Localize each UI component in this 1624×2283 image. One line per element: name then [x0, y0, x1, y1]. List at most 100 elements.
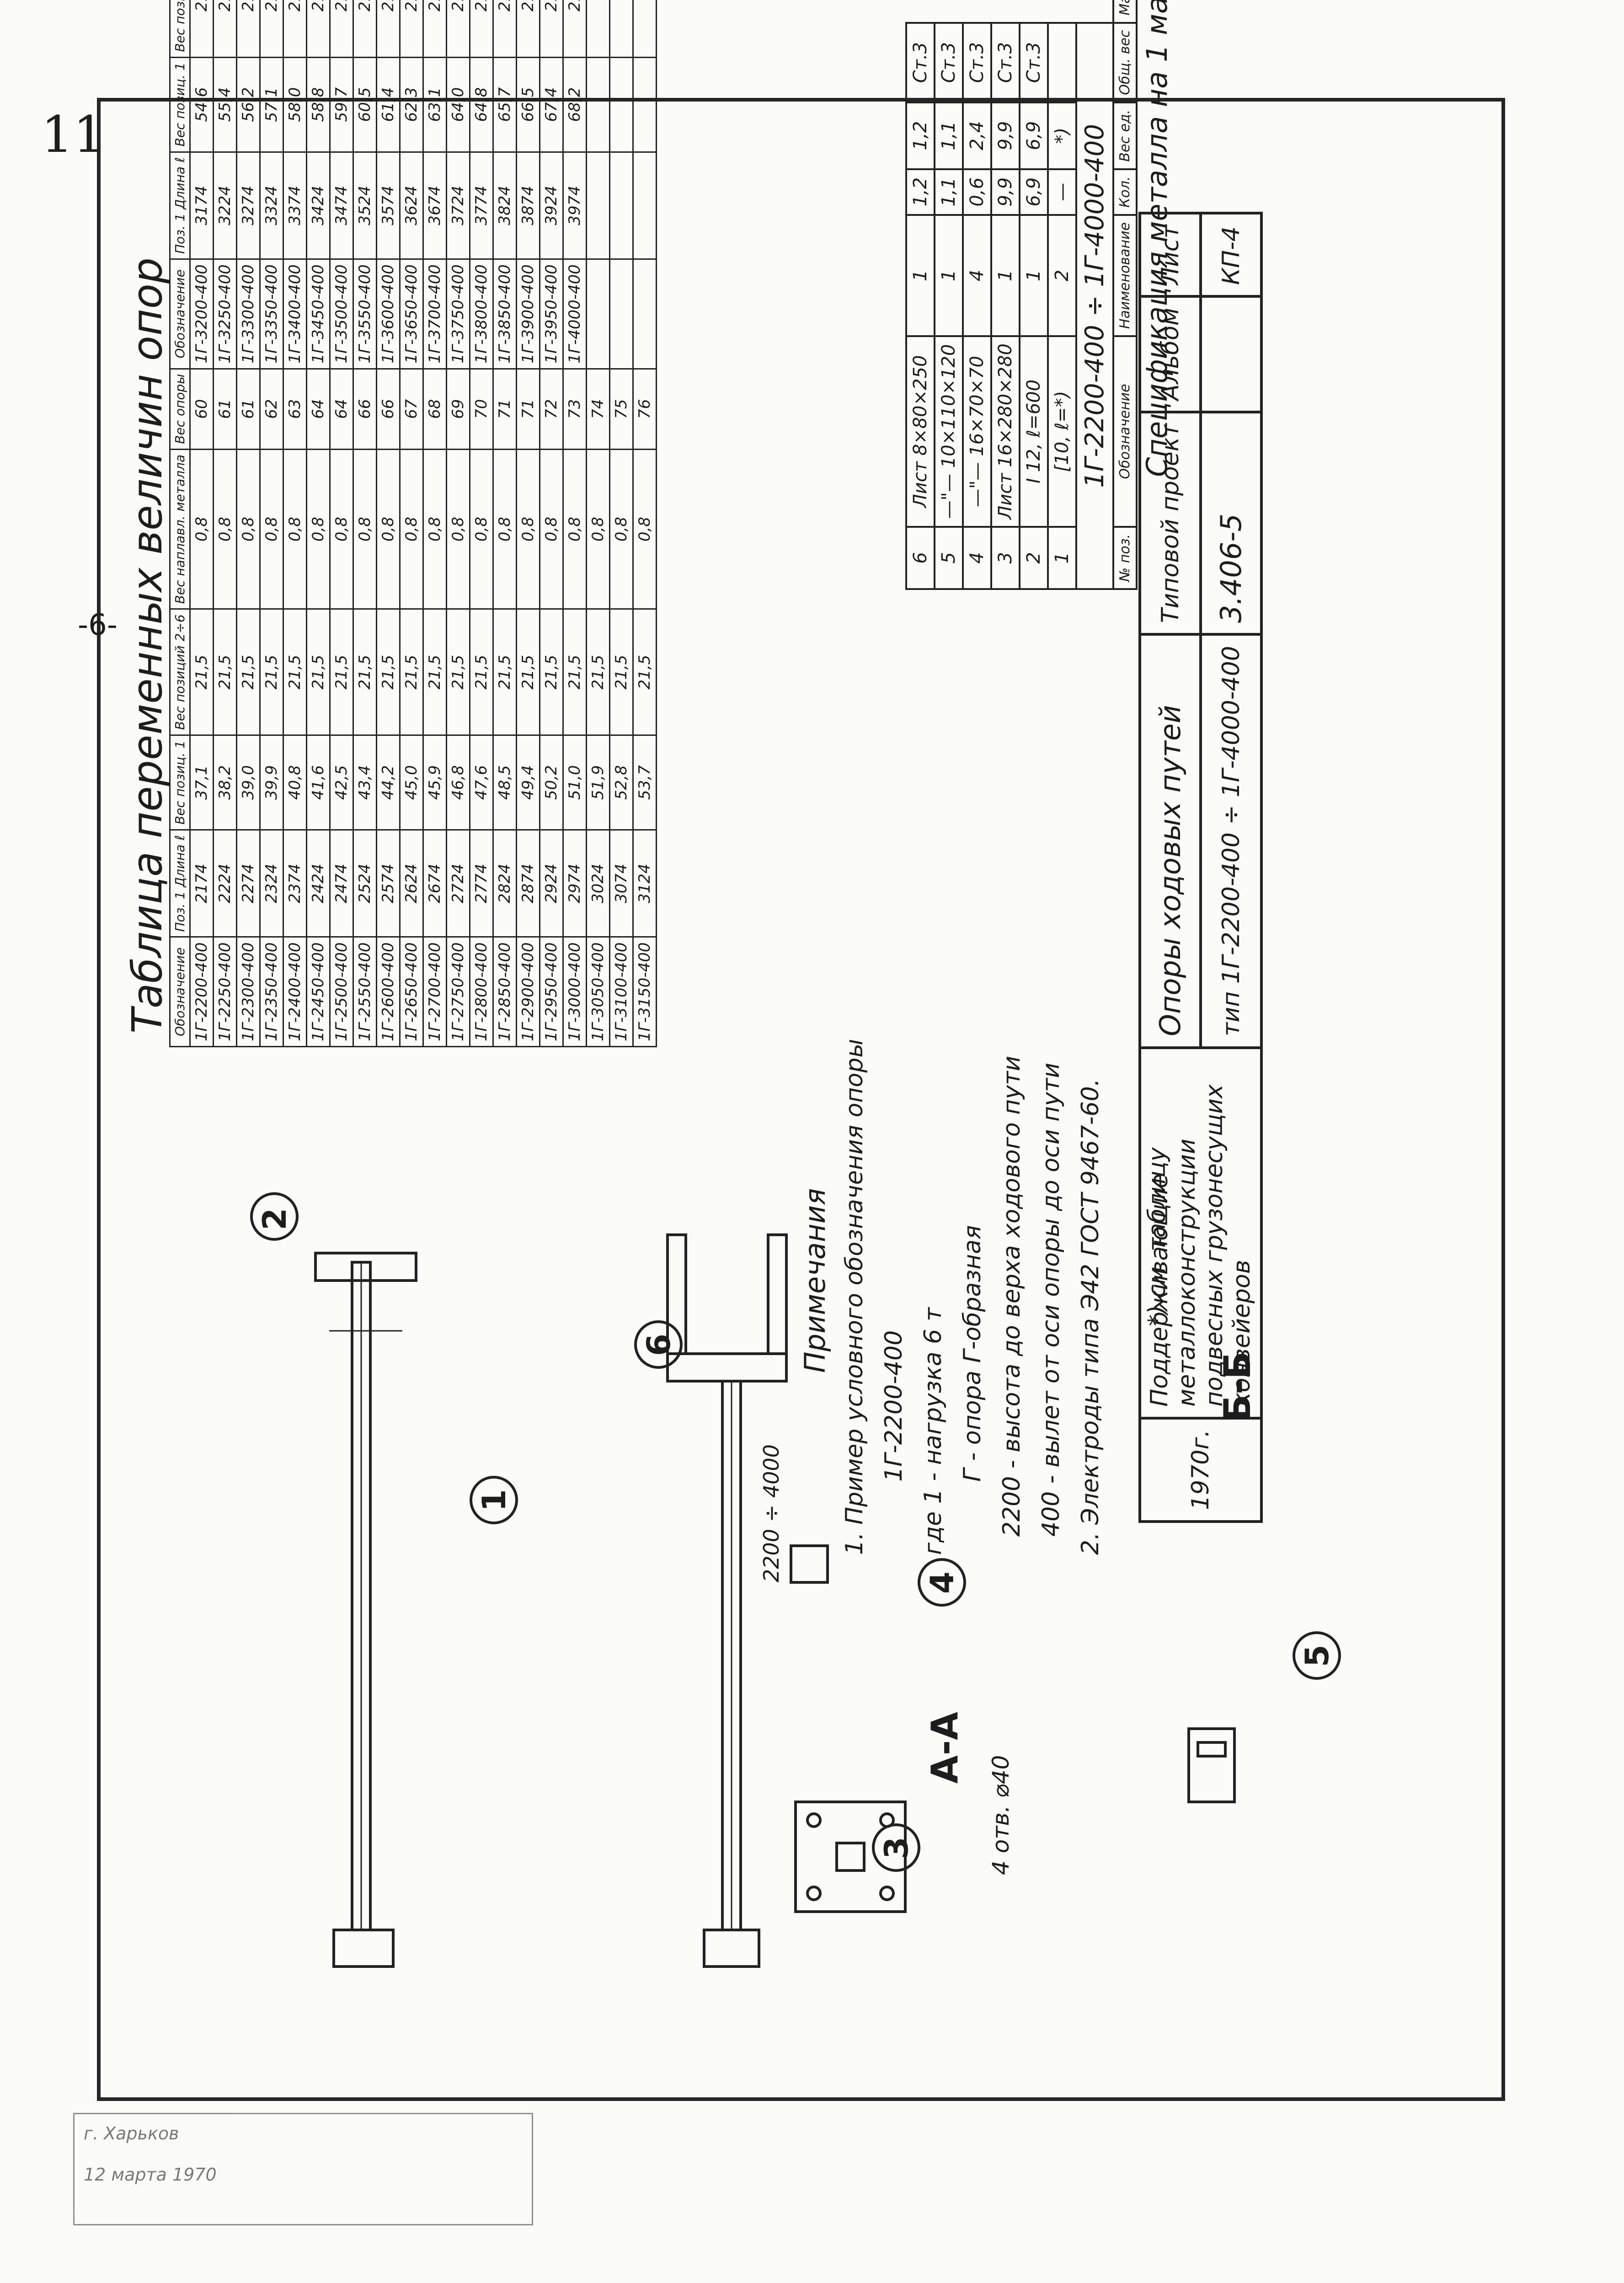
variables-table-cell: 21,5: [330, 0, 353, 58]
variables-header-cell: Обозначение: [170, 937, 190, 1047]
callout-2-label: 2: [256, 1208, 294, 1230]
variables-table-cell: 21,5: [306, 0, 330, 58]
variables-table-cell: 59,7: [330, 57, 353, 152]
stamp-date: 12 марта 1970: [84, 2165, 217, 2185]
title-sheet-number: КП-4: [1201, 213, 1261, 296]
variables-table-cell: 1Г-2250-400: [213, 937, 237, 1047]
spec-table-cell: [1048, 22, 1076, 102]
title-album-value: [1201, 296, 1261, 412]
variables-table-cell: 1Г-2300-400: [236, 937, 260, 1047]
variables-table-cell: 21,5: [540, 0, 563, 58]
variables-table-cell: 0,8: [423, 449, 447, 609]
variables-table-cell: 1Г-3250-400: [213, 259, 237, 369]
variables-table-cell: 0,8: [283, 449, 307, 609]
variables-table-cell: 3674: [423, 152, 447, 259]
variables-table-cell: 65,7: [493, 57, 517, 152]
variables-table-cell: 57,1: [260, 57, 283, 152]
variables-table-cell: 71: [516, 369, 540, 450]
spec-table-cell: 1: [935, 214, 963, 337]
variables-table-cell: 21,5: [609, 609, 633, 735]
variables-table-cell: 0,8: [236, 449, 260, 609]
variables-table-cell: 3924: [540, 152, 563, 259]
variables-table-cell: 1Г-3500-400: [330, 259, 353, 369]
variables-table-cell: 3574: [376, 152, 400, 259]
callout-4: [918, 1558, 966, 1607]
callout-3: [872, 1823, 920, 1872]
section-bb-label: Б-Б: [1216, 1351, 1259, 1422]
variables-table-cell: 1Г-2500-400: [330, 937, 353, 1047]
variables-table-cell: 21,5: [236, 609, 260, 735]
variables-table-cell: 67,4: [540, 57, 563, 152]
variables-table-cell: [586, 152, 610, 259]
variables-table-cell: 1Г-2900-400: [516, 937, 540, 1047]
variables-header-cell: Вес наплавл. металла: [170, 449, 190, 609]
variables-table-cell: 21,5: [423, 0, 447, 58]
spec-table-cell: 1: [906, 214, 935, 337]
variables-table-cell: 3524: [353, 152, 377, 259]
variables-table-cell: 2274: [236, 830, 260, 937]
variables-table-cell: 51,9: [586, 735, 610, 830]
spec-table-cell: *): [1048, 102, 1076, 169]
archive-stamp: г. Харьков 12 марта 1970: [73, 2113, 533, 2225]
variables-table-cell: 21,5: [376, 609, 400, 735]
variables-table-cell: 21,5: [563, 0, 587, 58]
variables-table-cell: 1Г-3350-400: [260, 259, 283, 369]
section-bb-cut: [1187, 1727, 1236, 1803]
variables-table-cell: 0,8: [376, 449, 400, 609]
variables-table-cell: 1Г-2200-400: [190, 937, 214, 1047]
variables-table-cell: 3374: [283, 152, 307, 259]
variables-table-cell: [633, 152, 657, 259]
variables-table-cell: 1Г-2850-400: [493, 937, 517, 1047]
top-plate-6: [314, 1252, 417, 1282]
variables-table-cell: 2524: [353, 830, 377, 937]
variables-table-cell: 3274: [236, 152, 260, 259]
variables-table-cell: 52,8: [609, 735, 633, 830]
variables-table-cell: 56,2: [236, 57, 260, 152]
variables-table-cell: 1Г-2750-400: [446, 937, 470, 1047]
detail-4: [790, 1544, 829, 1584]
page-mark: -6-: [78, 608, 118, 642]
variables-table-cell: 21,5: [213, 0, 237, 58]
variables-table-cell: 49,4: [516, 735, 540, 830]
variables-table-cell: 39,0: [236, 735, 260, 830]
variables-table-cell: 1Г-2450-400: [306, 937, 330, 1047]
variables-table-cell: 40,8: [283, 735, 307, 830]
variables-table-cell: 1Г-3150-400: [633, 937, 657, 1047]
variables-table-cell: 47,6: [470, 735, 493, 830]
variables-table-cell: 21,5: [423, 609, 447, 735]
variables-table-cell: 2324: [260, 830, 283, 937]
title-project-number: 3.406-5: [1201, 412, 1261, 635]
variables-header-cell: Вес опоры: [170, 369, 190, 450]
spec-header-cell: № поз.: [1113, 526, 1137, 589]
spec-table-cell: 1: [991, 214, 1020, 337]
variables-table-cell: [586, 0, 610, 58]
callout-6: [634, 1320, 683, 1369]
variables-table-cell: [633, 57, 657, 152]
variables-table-cell: 64: [306, 369, 330, 450]
spec-table-cell: 0,6: [963, 169, 991, 215]
variables-table-cell: 62,3: [400, 57, 423, 152]
variables-table-cell: 3424: [306, 152, 330, 259]
drawing-sheet-border: [97, 98, 1505, 2101]
spec-table-cell: 9,9: [991, 169, 1020, 215]
variables-table-cell: 0,8: [516, 449, 540, 609]
variables-table-cell: 66,5: [516, 57, 540, 152]
variables-table-cell: 2824: [493, 830, 517, 937]
variables-table-cell: 21,5: [633, 609, 657, 735]
spec-table-cell: Лист 8×80×250: [906, 336, 935, 527]
variables-table-cell: 61: [213, 369, 237, 450]
spec-table-cell: Ст.3: [991, 22, 1020, 102]
variables-table-cell: 21,5: [376, 0, 400, 58]
variables-table-cell: 0,8: [563, 449, 587, 609]
title-line2: тип 1Г-2200-400 ÷ 1Г-4000-400: [1201, 634, 1261, 1048]
variables-table-cell: 76: [633, 369, 657, 450]
variables-table-cell: 51,0: [563, 735, 587, 830]
variables-table-cell: 21,5: [586, 609, 610, 735]
variables-table-cell: 64: [330, 369, 353, 450]
